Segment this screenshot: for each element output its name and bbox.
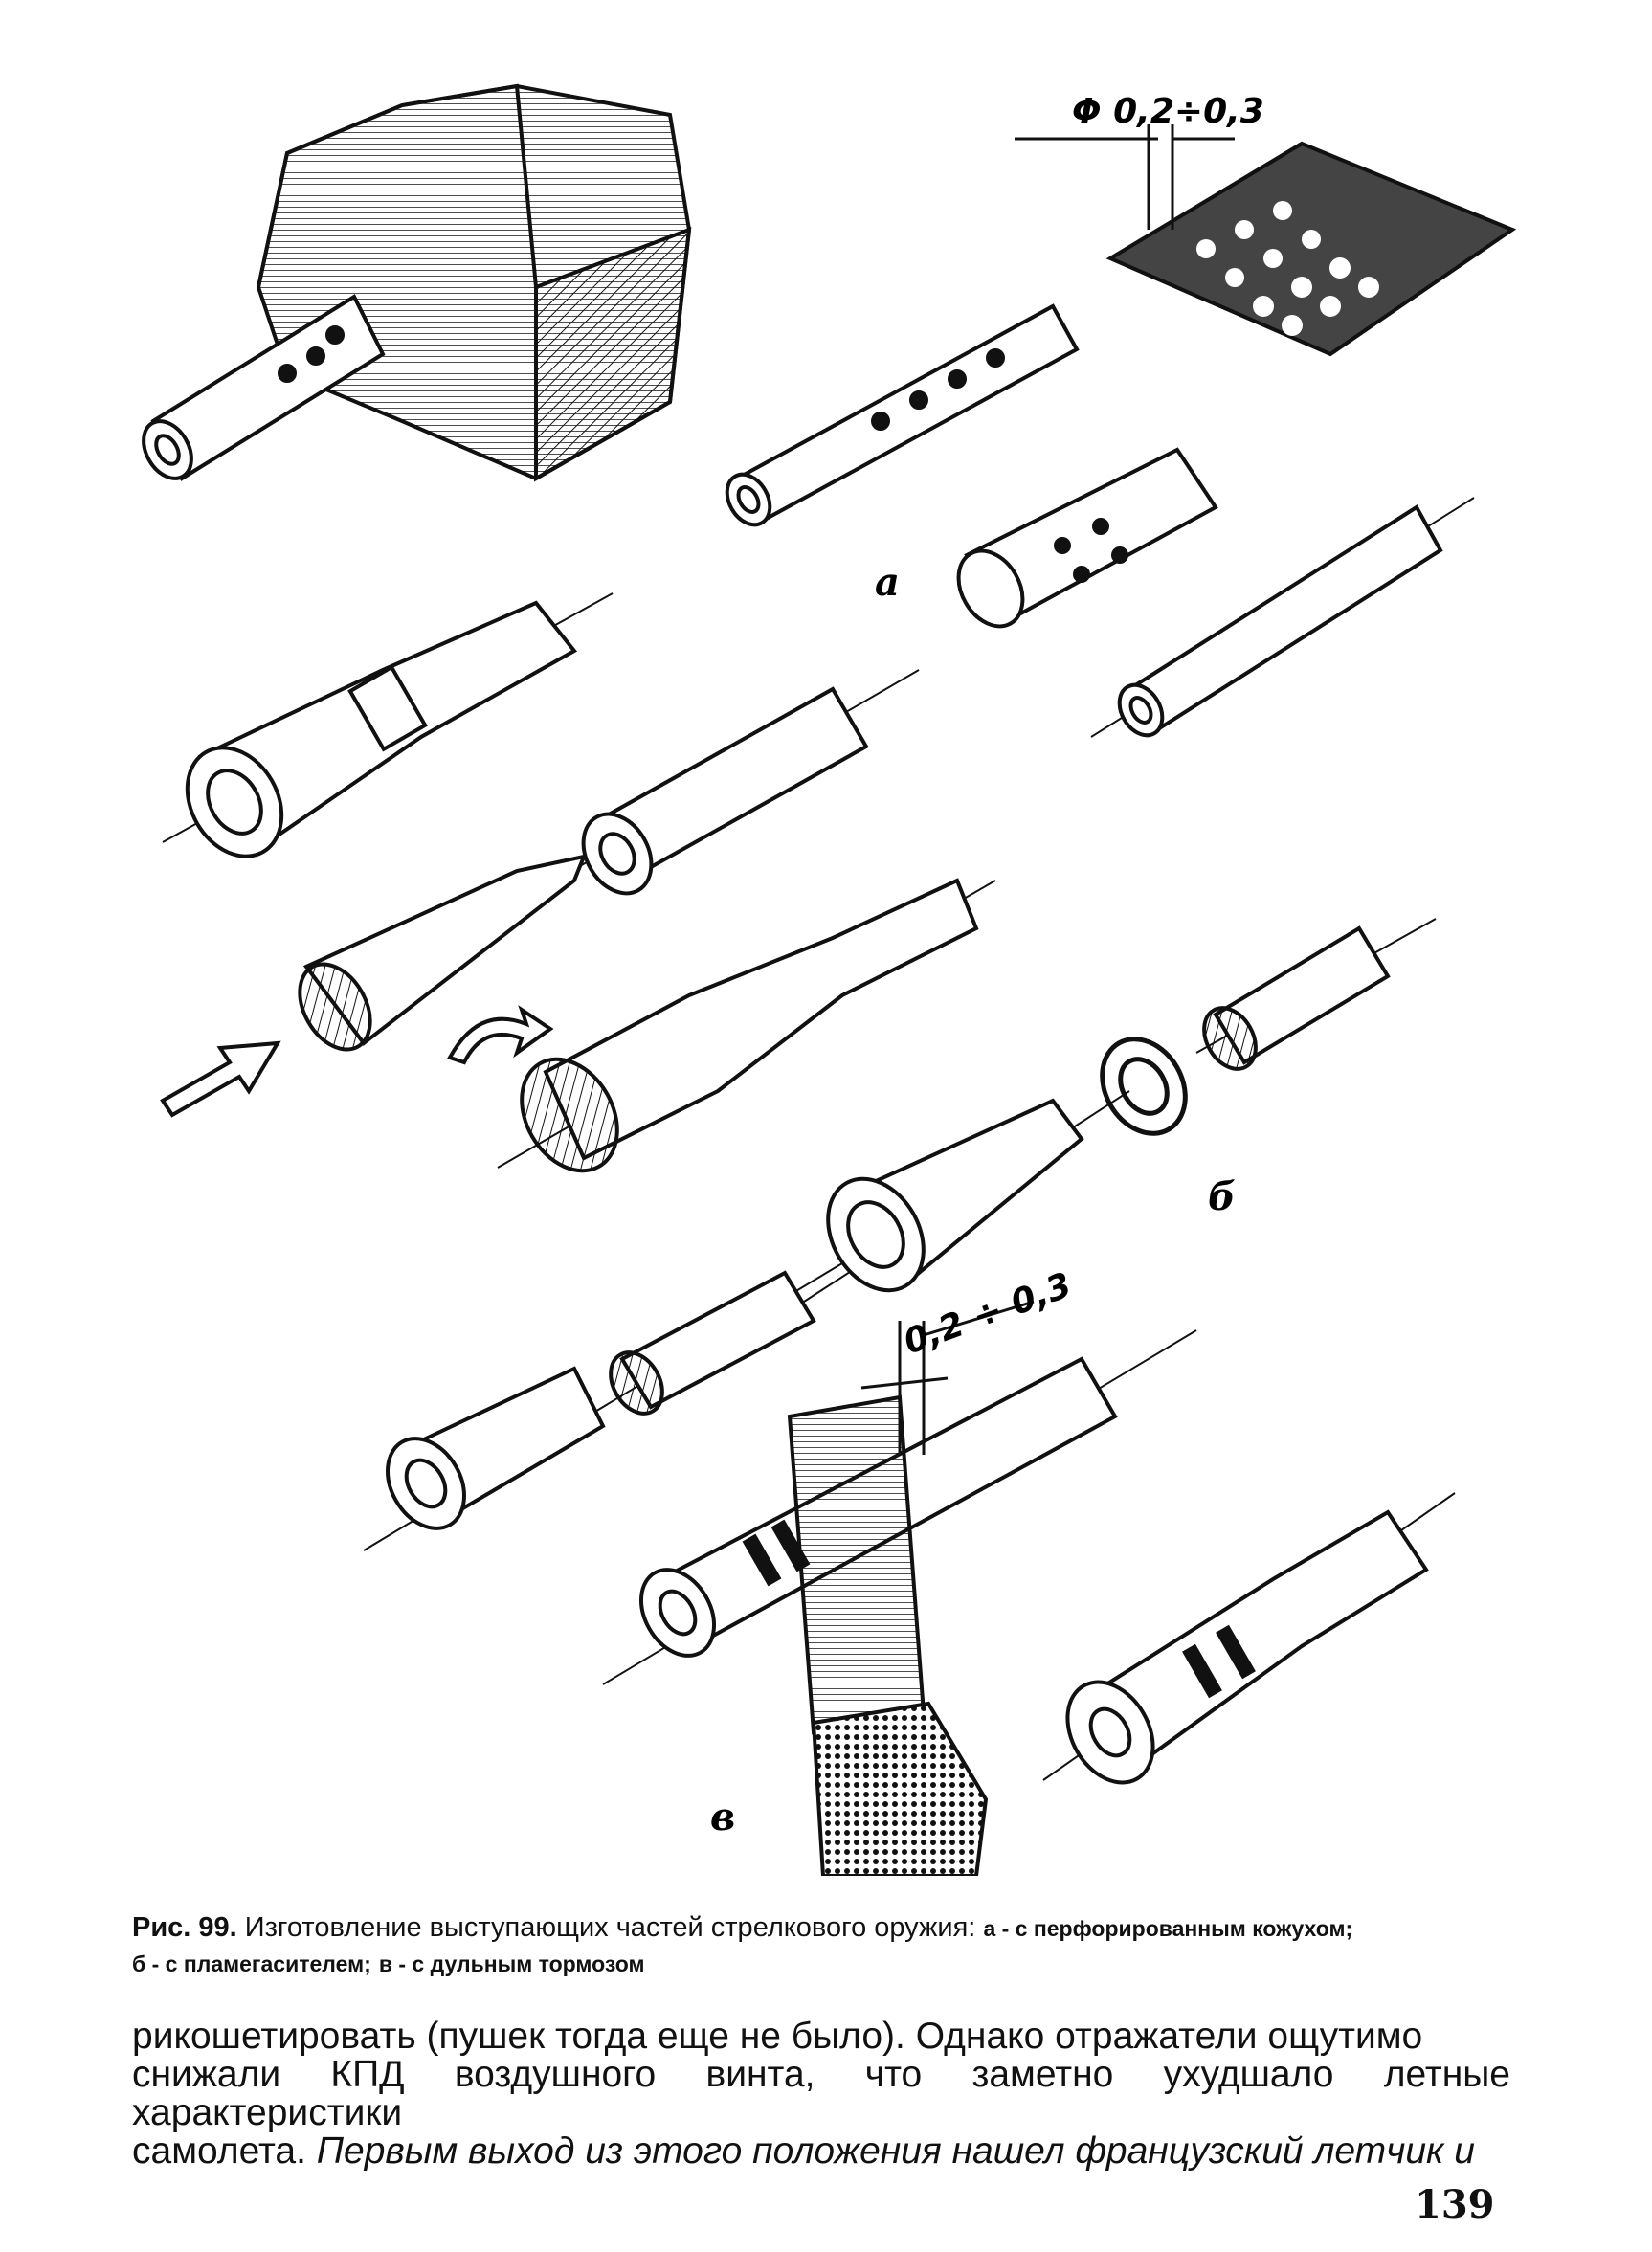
flash-hider-cone-top <box>162 592 614 858</box>
figure-caption: Рис. 99. Изготовление выступающих частей… <box>132 1910 1510 1981</box>
page-number: 139 <box>1415 2182 1495 2227</box>
flash-hider-forming <box>497 878 996 1173</box>
body-line: самолета. Первым выход из этого положени… <box>132 2132 1510 2171</box>
figure-illustration: а б в Φ 0,2÷0,3 0,2 ÷ 0,3 <box>142 83 1517 1876</box>
saw-cutter-tool <box>787 1300 1035 1876</box>
caption-title: Изготовление выступающих частей стрелков… <box>244 1912 976 1943</box>
brake-blank-left <box>363 1262 843 1551</box>
wood-block-part <box>256 83 692 482</box>
label-v: в <box>710 1795 735 1840</box>
caption-part-a: а - с перфорированным кожухом; <box>983 1916 1353 1941</box>
caption-part-v: в - с дульным тормозом <box>378 1951 645 1976</box>
body-line-normal: самолета. <box>132 2130 306 2172</box>
body-paragraph: рикошетировать (пушек тогда еще не было)… <box>132 2018 1510 2171</box>
split-ring <box>1100 1037 1188 1136</box>
rotate-arrow-icon <box>447 1005 554 1065</box>
figure-number: Рис. 99. <box>132 1912 237 1943</box>
perforated-barrel-middle <box>725 303 1080 527</box>
cylinder-slug-right <box>1195 918 1437 1071</box>
perforated-barrel-left <box>142 294 386 481</box>
tube-blank-middle <box>554 669 920 896</box>
split-shroud <box>956 447 1218 629</box>
label-b: б <box>1208 1174 1236 1219</box>
tube-blank-right <box>1090 497 1475 738</box>
flash-hider-cone-assembled <box>803 1090 1130 1303</box>
body-line: снижали КПД воздушного винта, что заметн… <box>132 2054 1510 2133</box>
forming-punch <box>298 854 588 1052</box>
label-a: а <box>875 560 900 605</box>
body-line: рикошетировать (пушек тогда еще не было)… <box>132 2016 1423 2057</box>
perforated-plate <box>1015 124 1517 357</box>
dimension-bottom: 0,2 ÷ 0,3 <box>899 1265 1077 1362</box>
push-arrow-icon <box>160 1040 281 1118</box>
muzzle-brake-finished <box>1042 1492 1456 1785</box>
body-line-italic: Первым выход из этого положения нашел фр… <box>316 2130 1475 2172</box>
caption-part-b: б - с пламегасителем; <box>132 1951 371 1976</box>
dimension-top: Φ 0,2÷0,3 <box>1072 92 1264 131</box>
